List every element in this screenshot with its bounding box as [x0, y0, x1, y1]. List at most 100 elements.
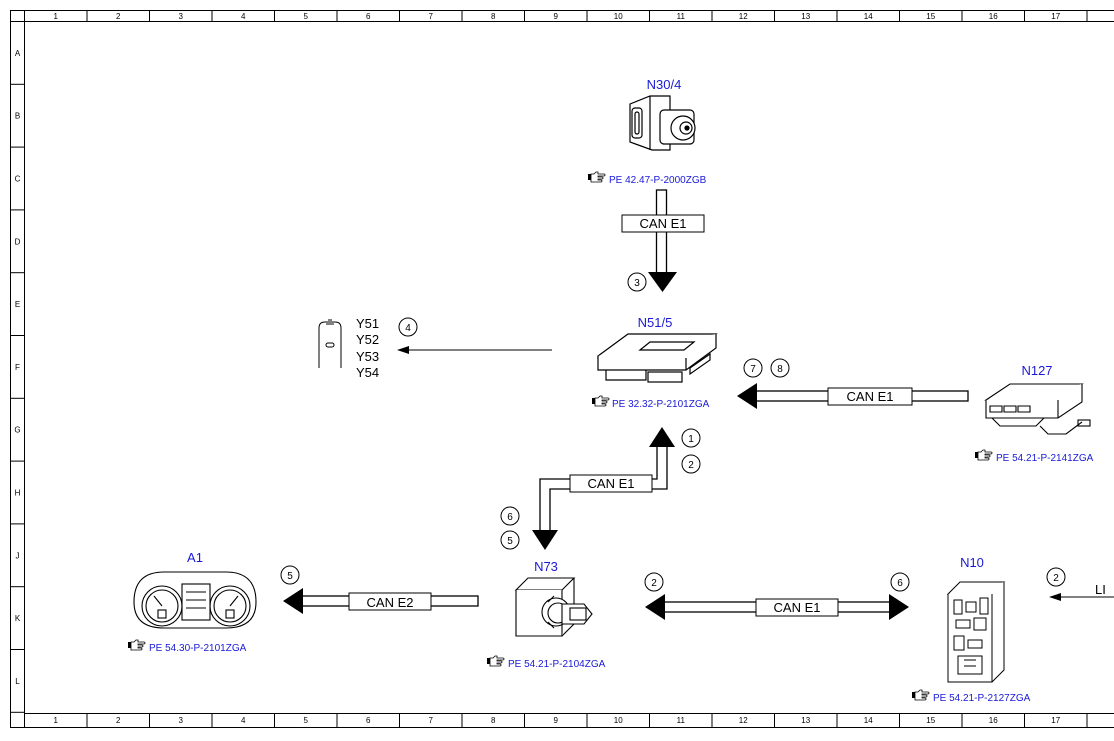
bus-label: CAN E1 — [774, 600, 821, 615]
svg-text:PE 54.21-P-2104ZGA: PE 54.21-P-2104ZGA — [508, 659, 606, 670]
fuse-relay-module-icon — [948, 582, 1004, 682]
column-label: 3 — [179, 716, 184, 725]
column-label: 10 — [614, 12, 623, 21]
n30-4-label: N30/4 — [647, 77, 682, 92]
a1-reference[interactable]: PE 54.30-P-2101ZGA — [128, 640, 247, 654]
row-label: B — [15, 112, 20, 121]
row-label: G — [14, 426, 20, 435]
n30-4-device-icon — [630, 96, 695, 150]
column-label: 8 — [491, 716, 496, 725]
n127-module-icon — [986, 384, 1090, 434]
column-label: 5 — [304, 716, 309, 725]
step-marker-6: 6 — [501, 507, 519, 525]
solenoid-label: Y53 — [356, 349, 379, 364]
step-marker-3: 3 — [628, 273, 646, 291]
step-marker-1: 1 — [682, 429, 700, 447]
pointing-hand-icon — [592, 396, 609, 406]
n51-5-label: N51/5 — [638, 315, 673, 330]
column-label: 13 — [801, 716, 810, 725]
bus-label: CAN E1 — [640, 216, 687, 231]
n30-4-reference[interactable]: PE 42.47-P-2000ZGB — [588, 172, 707, 186]
svg-text:7: 7 — [750, 364, 756, 375]
step-marker-4: 4 — [399, 318, 417, 336]
svg-text:PE 54.21-P-2127ZGA: PE 54.21-P-2127ZGA — [933, 693, 1031, 704]
component-n73[interactable]: N73 PE 54.21-P-2104ZGA — [487, 559, 606, 670]
solenoid-label: Y52 — [356, 332, 379, 347]
n73-reference[interactable]: PE 54.21-P-2104ZGA — [487, 656, 606, 670]
column-label: 8 — [491, 12, 496, 21]
column-label: 5 — [304, 12, 309, 21]
svg-text:1: 1 — [688, 434, 694, 445]
svg-text:5: 5 — [507, 536, 513, 547]
column-label: 14 — [864, 716, 873, 725]
bus-n73-n51: CAN E1 — [532, 427, 675, 550]
ignition-switch-icon — [516, 578, 592, 636]
pointing-hand-icon — [975, 450, 992, 460]
step-marker-5: 5 — [501, 531, 519, 549]
step-marker-7: 7 — [744, 359, 762, 377]
n10-reference[interactable]: PE 54.21-P-2127ZGA — [912, 690, 1031, 704]
column-label: 16 — [989, 12, 998, 21]
bus-label: CAN E2 — [367, 595, 414, 610]
offscreen-label: LI — [1095, 582, 1106, 597]
component-n127[interactable]: N127 PE 54.21-P-2141ZGA — [975, 363, 1094, 464]
n127-reference[interactable]: PE 54.21-P-2141ZGA — [975, 450, 1094, 464]
svg-text:2: 2 — [688, 460, 694, 471]
svg-text:PE 32.32-P-2101ZGA: PE 32.32-P-2101ZGA — [612, 399, 710, 410]
column-label: 10 — [614, 716, 623, 725]
n51-5-reference[interactable]: PE 32.32-P-2101ZGA — [592, 396, 710, 410]
svg-text:PE 54.21-P-2141ZGA: PE 54.21-P-2141ZGA — [996, 453, 1094, 464]
row-label: A — [15, 49, 21, 58]
row-label: E — [15, 300, 20, 309]
column-label: 2 — [116, 12, 121, 21]
column-label: 2 — [116, 716, 121, 725]
column-label: 6 — [366, 12, 371, 21]
row-label: K — [15, 614, 21, 623]
n51-5-control-unit-icon — [598, 334, 716, 382]
solenoid-label: Y51 — [356, 316, 379, 331]
column-label: 9 — [554, 716, 559, 725]
step-marker-2-left: 2 — [645, 573, 663, 591]
solenoid-label: Y54 — [356, 365, 379, 380]
column-label: 11 — [677, 12, 686, 21]
n73-label: N73 — [534, 559, 558, 574]
column-label: 17 — [1051, 12, 1060, 21]
bus-label: CAN E1 — [588, 476, 635, 491]
column-label: 6 — [366, 716, 371, 725]
step-marker-8: 8 — [771, 359, 789, 377]
pointing-hand-icon — [912, 690, 929, 700]
column-label: 1 — [54, 12, 59, 21]
component-n10[interactable]: N10 PE 54.21-P-2127ZGA — [912, 555, 1031, 704]
svg-text:PE 54.30-P-2101ZGA: PE 54.30-P-2101ZGA — [149, 643, 247, 654]
svg-text:2: 2 — [651, 578, 657, 589]
row-label: F — [15, 363, 20, 372]
column-label: 17 — [1051, 716, 1060, 725]
svg-text:3: 3 — [634, 278, 640, 289]
instrument-cluster-icon — [134, 572, 256, 628]
row-label: C — [15, 175, 21, 184]
svg-text:2: 2 — [1053, 573, 1059, 584]
pointing-hand-icon — [487, 656, 504, 666]
column-label: 16 — [989, 716, 998, 725]
column-label: 7 — [429, 12, 434, 21]
column-label: 15 — [926, 12, 935, 21]
column-label: 15 — [926, 716, 935, 725]
step-marker-2: 2 — [682, 455, 700, 473]
row-label: J — [16, 551, 20, 560]
column-label: 9 — [554, 12, 559, 21]
step-marker-2-n10: 2 — [1047, 568, 1065, 586]
component-n30-4[interactable]: N30/4 PE 42.47-P-2000ZGB — [588, 77, 707, 186]
column-label: 4 — [241, 12, 246, 21]
component-a1[interactable]: A1 PE 54.30-P-2101ZGA — [128, 550, 256, 654]
solenoid-valves-y51-y54[interactable]: Y51 Y52 Y53 Y54 — [319, 316, 379, 380]
signal-arrow-to-solenoids — [397, 346, 552, 354]
component-n51-5[interactable]: N51/5 PE 32.32-P-2101ZGA — [592, 315, 716, 410]
column-label: 14 — [864, 12, 873, 21]
column-label: 12 — [739, 716, 748, 725]
step-marker-6-right: 6 — [891, 573, 909, 591]
svg-text:8: 8 — [777, 364, 783, 375]
